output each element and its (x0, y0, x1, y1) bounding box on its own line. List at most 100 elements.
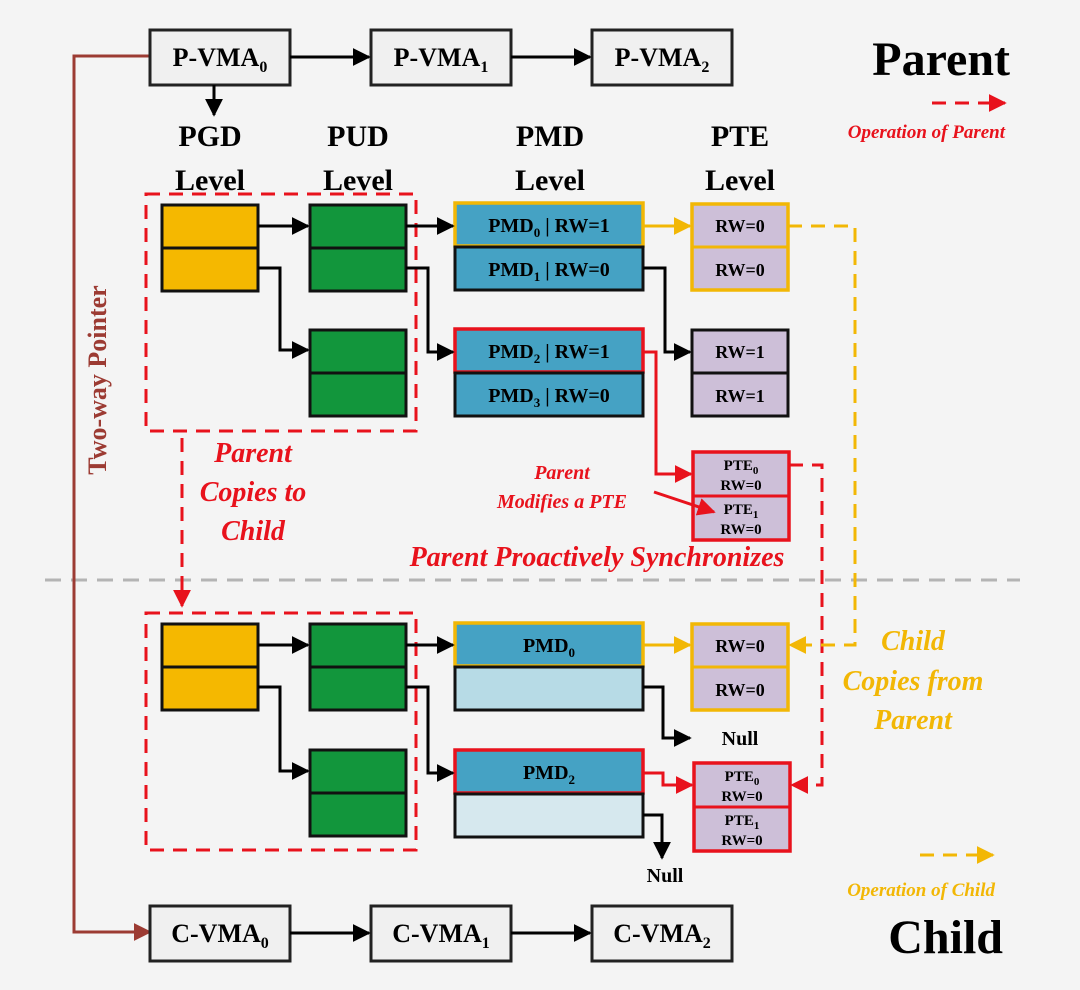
pmd2-to-pte-c-arrow (643, 350, 693, 483)
child-pud-table-a (308, 622, 408, 712)
child-pgd-entry-1[interactable] (160, 665, 260, 712)
parent-pte-c-entry-0-name[interactable]: PTE0 (724, 458, 759, 477)
pmd-level-subtitle: Level (515, 164, 585, 197)
pte-level-subtitle: Level (705, 164, 775, 197)
parent-pte-a-entry-1[interactable]: RW=0 (715, 260, 765, 280)
pgd1-to-pud-b-arrow (258, 266, 310, 359)
child-pmd-1-empty-cell[interactable] (453, 665, 645, 712)
pmd1-to-pte-b-arrow (643, 266, 692, 361)
parent-pte-table-b: RW=1 RW=1 (690, 328, 790, 418)
child-pmd-3-empty-cell[interactable] (453, 792, 645, 839)
child-pte-b-entry-1-rw: RW=0 (721, 833, 762, 849)
parent-pmd-3-cell[interactable] (453, 371, 645, 418)
child-copies-line-3: Parent (873, 705, 953, 736)
child-copies-annotation: Child Copies from Parent (843, 626, 984, 736)
child-pte-b-entry-0-name[interactable]: PTE0 (725, 769, 760, 788)
pgd-level-title: PGD (178, 120, 241, 153)
child-pmd-0-label: PMD0 (523, 635, 575, 660)
c-vma-2-box[interactable] (590, 904, 734, 963)
null-label-2: Null (647, 865, 684, 887)
parent-pud-table-b (308, 328, 408, 418)
parent-pgd-entry-0[interactable] (160, 203, 260, 250)
pud-level-title: PUD (327, 120, 389, 153)
parent-vma-chain: P-VMA0 P-VMA1 P-VMA2 (148, 28, 734, 117)
child-copies-line-2: Copies from (843, 666, 984, 697)
parent-copies-line-1: Parent (213, 438, 293, 469)
pte-level-title: PTE (711, 120, 769, 153)
child-pointer-arrows (258, 636, 692, 860)
parent-pte-a-entry-0[interactable]: RW=0 (715, 216, 765, 236)
parent-pointer-arrows (258, 217, 692, 361)
parent-pmd-0-label: PMD0 | RW=1 (488, 215, 610, 240)
two-way-pointer-line (72, 47, 167, 941)
child-pte-a-entry-1[interactable]: RW=0 (715, 680, 765, 700)
child-pmd-2-cell[interactable] (453, 748, 645, 795)
p-vma-2-box[interactable] (590, 28, 734, 87)
child-vma-chain: C-VMA0 C-VMA1 C-VMA2 (148, 904, 734, 963)
parent-pud-a-entry-1[interactable] (308, 246, 408, 293)
parent-sync-annotation: Parent Proactively Synchronizes (409, 542, 785, 573)
parent-pud-b-entry-1[interactable] (308, 371, 408, 418)
child-pmd3-to-null-arrow (643, 813, 671, 860)
parent-pte-b-entry-1[interactable]: RW=1 (715, 386, 765, 406)
parent-legend-text: Operation of Parent (848, 122, 1006, 143)
child-heading: Child (888, 911, 1003, 964)
parent-pud-a-entry-0[interactable] (308, 203, 408, 250)
p-vma-1-label: P-VMA1 (394, 43, 489, 76)
child-pmd1-to-null-arrow (643, 685, 692, 747)
parent-pte-c-entry-1-name[interactable]: PTE1 (724, 502, 759, 521)
null-label-1: Null (722, 728, 759, 750)
pmd-level-title: PMD (516, 120, 584, 153)
child-pte-a-entry-0[interactable]: RW=0 (715, 636, 765, 656)
parent-modifies-line-2: Modifies a PTE (496, 491, 627, 513)
p-vma-2-label: P-VMA2 (615, 43, 710, 76)
p-vma-0-label: P-VMA0 (173, 43, 268, 76)
child-pmd-2-label: PMD2 (523, 762, 575, 787)
parent-copies-line-3: Child (221, 516, 286, 547)
child-pte-b-entry-0-rw: RW=0 (721, 789, 762, 805)
pud-a1-to-pmd-b-arrow (406, 266, 455, 361)
parent-pmd-3-label: PMD3 | RW=0 (488, 385, 610, 410)
child-pgd-entry-0[interactable] (160, 622, 260, 669)
child-pgd-table (160, 622, 260, 712)
child-copies-from-parent-arrow (788, 224, 857, 654)
child-pte-b-entry-1-name[interactable]: PTE1 (725, 813, 760, 832)
child-pud-a-entry-1[interactable] (308, 665, 408, 712)
c-vma-2-label: C-VMA2 (613, 919, 711, 952)
child-pud-a1-to-pmd-b-arrow (406, 685, 455, 782)
child-pte-table-b: PTE0 RW=0 PTE1 RW=0 (692, 761, 792, 853)
child-legend-text: Operation of Child (847, 880, 995, 901)
parent-pmd-1-label: PMD1 | RW=0 (488, 259, 610, 284)
child-pmd2-to-pte-b-arrow (643, 771, 694, 794)
c-vma-0-label: C-VMA0 (171, 919, 269, 952)
parent-pgd-table (160, 203, 260, 293)
level-headers: PGD Level PUD Level PMD Level PTE Level (175, 120, 775, 197)
child-pud-b-entry-0[interactable] (308, 748, 408, 795)
parent-pte-table-c: PTE0 RW=0 PTE1 RW=0 (691, 450, 791, 542)
p-vma-0-box[interactable] (148, 28, 292, 87)
parent-pte-table-a: RW=0 RW=0 (690, 202, 790, 292)
c-vma-1-label: C-VMA1 (392, 919, 490, 952)
parent-pgd-entry-1[interactable] (160, 246, 260, 293)
child-pgd1-to-pud-b-arrow (258, 685, 310, 780)
child-pud-a-entry-0[interactable] (308, 622, 408, 669)
pgd-level-subtitle: Level (175, 164, 245, 197)
parent-pmd-2-label: PMD2 | RW=1 (488, 341, 610, 366)
child-pud-table-b (308, 748, 408, 838)
child-copies-line-1: Child (881, 626, 946, 657)
parent-pud-table-a (308, 203, 408, 293)
child-pud-b-entry-1[interactable] (308, 791, 408, 838)
parent-pmd-table-b: PMD2 | RW=1 PMD3 | RW=0 (453, 327, 645, 418)
parent-pte-b-entry-0[interactable]: RW=1 (715, 342, 765, 362)
parent-sync-arrow (789, 463, 824, 794)
modify-pte-arrow (653, 490, 716, 516)
child-pmd-0-cell[interactable] (453, 621, 645, 668)
parent-modifies-annotation: Parent Modifies a PTE (496, 462, 627, 513)
parent-pte-c-entry-0-rw: RW=0 (720, 478, 761, 494)
child-pmd-table-b: PMD2 (453, 748, 645, 839)
child-pte-table-a: RW=0 RW=0 (690, 622, 790, 712)
parent-pud-b-entry-0[interactable] (308, 328, 408, 375)
parent-copies-line-2: Copies to (200, 477, 307, 508)
